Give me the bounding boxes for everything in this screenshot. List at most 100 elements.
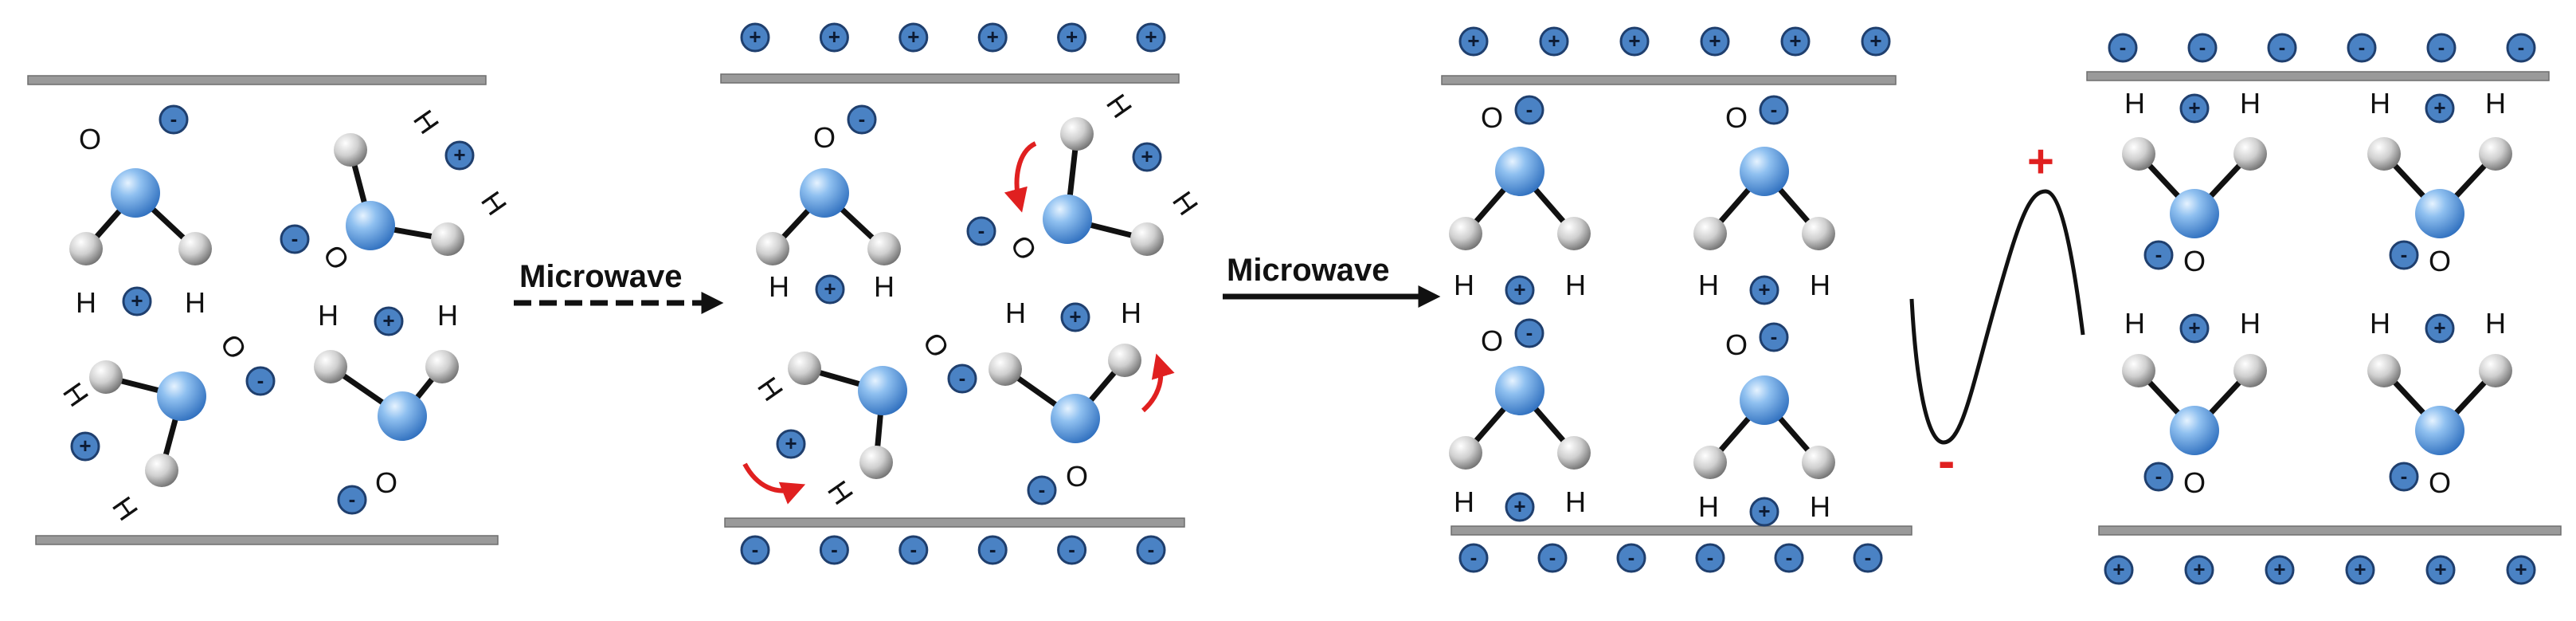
water-molecule: [1693, 147, 1835, 250]
top-plate-4: [2086, 71, 2550, 81]
hydrogen-atom: [2479, 354, 2512, 387]
hydrogen-atom: [1693, 446, 1727, 479]
negative-ion: -: [1616, 543, 1646, 573]
hydrogen-label: H: [1005, 297, 1026, 329]
svg-text:+: +: [2188, 96, 2200, 120]
water-molecule: [1449, 366, 1591, 470]
oxygen-atom: [800, 168, 849, 218]
water-molecule: [2367, 137, 2512, 238]
hydrogen-atom: [2122, 354, 2155, 387]
positive-ion: +: [122, 286, 152, 316]
negative-ion: -: [1853, 543, 1883, 573]
negative-ion: -: [2267, 33, 2297, 63]
hydrogen-atom: [2479, 137, 2512, 171]
hydrogen-label: H: [1565, 269, 1586, 301]
svg-text:+: +: [1758, 499, 1770, 523]
oxygen-label: O: [1066, 460, 1088, 493]
water-molecule: [1043, 117, 1164, 256]
svg-text:-: -: [1707, 545, 1714, 569]
hydrogen-atom: [2233, 354, 2267, 387]
negative-ion: -: [1458, 543, 1489, 573]
hydrogen-atom: [2367, 137, 2401, 171]
svg-text:+: +: [2188, 316, 2200, 340]
svg-text:-: -: [1526, 97, 1533, 121]
hydrogen-label: H: [1166, 185, 1204, 221]
water-molecule: [1449, 147, 1591, 250]
microwave-arrow-dashed: Microwave: [514, 259, 724, 314]
oxygen-label: O: [2429, 466, 2451, 499]
negative-ion: -: [159, 104, 189, 135]
negative-ion: -: [2108, 33, 2138, 63]
hydrogen-atom: [2367, 354, 2401, 387]
oxygen-label: O: [213, 328, 253, 365]
hydrogen-label: H: [821, 474, 859, 510]
rotation-arrows: [742, 141, 1175, 505]
negative-ion: -: [2143, 462, 2174, 492]
positive-ion: +: [740, 22, 770, 53]
svg-text:+: +: [131, 289, 143, 312]
svg-text:-: -: [2359, 35, 2366, 59]
hydrogen-label: H: [2124, 87, 2145, 120]
top-plate-1: [27, 75, 487, 85]
oxygen-atom: [346, 201, 395, 250]
svg-text:+: +: [1141, 144, 1153, 168]
negative-ion: -: [2506, 33, 2536, 63]
positive-ion: +: [1780, 26, 1811, 57]
hydrogen-label: H: [1810, 269, 1830, 301]
svg-text:-: -: [257, 368, 264, 392]
positive-ion: +: [1861, 26, 1891, 57]
negative-ion: -: [1027, 475, 1057, 505]
svg-text:-: -: [959, 366, 966, 390]
oxygen-atom: [2170, 406, 2219, 455]
negative-ion: -: [740, 535, 770, 565]
microwave-label-2: Microwave: [1227, 253, 1390, 288]
svg-text:-: -: [910, 537, 917, 561]
negative-ion: -: [847, 104, 877, 135]
hydrogen-atom: [867, 232, 901, 265]
oxygen-atom: [378, 391, 427, 441]
hydrogen-atom: [788, 352, 821, 385]
hydrogen-label: H: [1698, 269, 1719, 301]
svg-text:+: +: [1513, 494, 1525, 518]
svg-text:+: +: [907, 25, 919, 49]
positive-ion: +: [2425, 93, 2455, 124]
positive-ion: +: [70, 431, 100, 462]
negative-ion: -: [2389, 462, 2419, 492]
water-molecule: [89, 360, 206, 487]
oxygen-label: O: [2183, 466, 2206, 499]
positive-ion: +: [2506, 555, 2536, 585]
svg-text:+: +: [2273, 557, 2285, 581]
negative-ion: -: [1695, 543, 1725, 573]
svg-text:+: +: [824, 277, 836, 301]
water-molecule: [756, 168, 901, 265]
positive-ion: +: [776, 429, 806, 459]
positive-ion: +: [977, 22, 1008, 53]
negative-ion: -: [1514, 318, 1544, 348]
negative-ion: -: [2389, 240, 2419, 270]
svg-text:-: -: [1628, 545, 1635, 569]
svg-text:-: -: [2199, 35, 2206, 59]
svg-text:+: +: [382, 309, 394, 332]
hydrogen-atom: [859, 446, 893, 479]
water-molecule: [1693, 375, 1835, 479]
svg-text:-: -: [1786, 545, 1793, 569]
positive-ion: +: [1749, 497, 1779, 527]
water-molecule: [2122, 137, 2267, 238]
svg-text:-: -: [2438, 35, 2445, 59]
hydrogen-label: H: [57, 376, 95, 412]
svg-text:-: -: [831, 537, 838, 561]
oxygen-atom: [157, 371, 206, 421]
svg-text:-: -: [1526, 320, 1533, 344]
oxygen-label: O: [1481, 101, 1503, 134]
hydrogen-atom: [756, 232, 789, 265]
positive-ion: +: [444, 140, 475, 171]
svg-text:+: +: [2434, 557, 2446, 581]
svg-text:-: -: [1771, 324, 1778, 348]
svg-text:+: +: [828, 25, 840, 49]
svg-text:-: -: [859, 107, 866, 131]
negative-ion: -: [337, 485, 367, 515]
positive-ion: +: [2425, 313, 2455, 344]
hydrogen-label: H: [407, 104, 445, 140]
hydrogen-label: H: [2240, 307, 2261, 340]
bottom-plate-1: [35, 535, 499, 545]
